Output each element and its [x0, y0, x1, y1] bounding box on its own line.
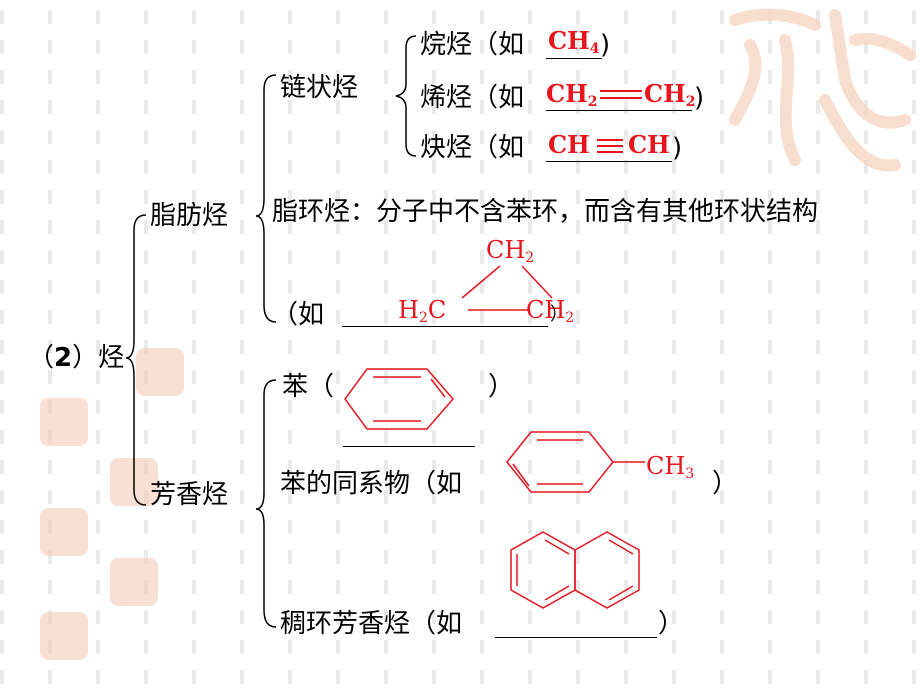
benzene-structure — [344, 368, 454, 430]
cyclopropane-top: CH2 — [486, 236, 535, 266]
alkyne-formula-right: CH — [628, 130, 670, 159]
alkane-label: 烷烃（如 — [420, 30, 525, 60]
cyclo-underline — [342, 326, 548, 327]
alkane-underline — [546, 58, 602, 59]
cyclo-example-label: （如 — [272, 300, 325, 330]
homolog-label: 苯的同系物（如 — [280, 469, 463, 499]
main-brace — [125, 214, 147, 506]
alkene-label: 烯烃（如 — [420, 83, 525, 113]
toluene-methyl: CH3 — [646, 452, 695, 482]
homolog-close: ） — [712, 469, 739, 499]
alkane-close: ) — [600, 30, 611, 60]
cyclo-description: 脂环烃：分子中不含苯环，而含有其他环状结构 — [272, 197, 819, 227]
alkene-formula: CH2 — [546, 79, 598, 111]
toluene-structure — [506, 431, 645, 493]
benzene-label: 苯（ — [282, 372, 335, 402]
alkyne-close: ) — [672, 133, 683, 163]
aliphatic-brace — [255, 74, 277, 323]
benzene-underline — [343, 446, 475, 447]
alkyne-underline — [546, 161, 672, 162]
alkane-formula: CH4 — [548, 26, 600, 58]
alkyne-label: 炔烃（如 — [420, 133, 525, 163]
stamp-decoration-1 — [136, 348, 184, 396]
benzene-close: ） — [488, 372, 515, 402]
watermark-calligraphy — [729, 8, 916, 172]
naphthalene-structure — [510, 531, 640, 609]
chain-label: 链状烃 — [280, 73, 359, 103]
alkyne-triple-bond — [597, 139, 623, 153]
alkene-close: ) — [694, 83, 705, 113]
fused-underline — [495, 637, 657, 638]
fused-close: ） — [658, 609, 685, 639]
alkene-double-bond — [600, 90, 642, 99]
cyclopropane-right: CH2 — [526, 296, 575, 326]
cyclopropane-bonds — [461, 265, 553, 311]
fused-label: 稠环芳香烃（如 — [280, 609, 463, 639]
stamp-decoration-6 — [40, 612, 88, 660]
stamp-decoration-4 — [40, 508, 88, 556]
alkene-formula-right: CH2 — [644, 79, 696, 111]
cyclo-close: ） — [550, 304, 568, 325]
stamp-decoration-2 — [40, 398, 88, 446]
aromatic-brace — [255, 379, 277, 628]
alkyne-formula: CH — [548, 130, 590, 159]
cyclopropane-left: H2C — [398, 296, 447, 326]
alkene-underline — [546, 110, 692, 111]
aliphatic-label: 脂肪烃 — [150, 201, 229, 231]
aromatic-label: 芳香烃 — [150, 480, 229, 510]
hydrocarbon-heading: （2）烃 — [28, 343, 125, 373]
chain-brace — [395, 35, 417, 157]
stamp-decoration-5 — [110, 558, 158, 606]
